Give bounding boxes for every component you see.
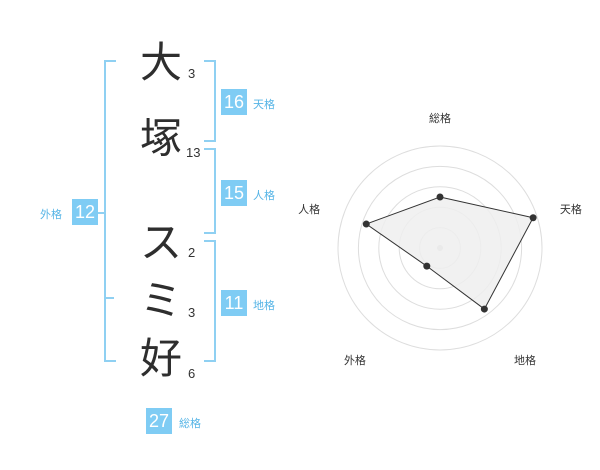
stroke-count-1: 3 [188,66,196,81]
radar-axis-label-5: 人格 [298,202,320,216]
jinkaku-badge: 15 [221,180,247,206]
chikaku-label: 地格 [253,299,275,312]
bracket-tenkaku [204,60,216,142]
radar-axis-label-2: 天格 [560,202,582,216]
stroke-count-2: 13 [186,145,201,160]
radar-point-1 [436,193,444,201]
name-char-3: ス [139,218,182,267]
bracket-jinkaku [204,148,216,234]
chikaku-badge: 11 [221,290,247,316]
name-char-4: ミ [139,276,182,325]
gaikaku-label: 外格 [40,208,62,221]
name-char-5: 好 [139,334,182,383]
soukaku-badge: 27 [146,408,172,434]
radar-ring [357,165,523,331]
stroke-count-3: 2 [188,245,196,260]
bracket-outer [104,60,116,362]
radar-point-4 [423,262,431,270]
radar-series-polygon [365,196,534,310]
bracket-chikaku [204,240,216,362]
stroke-count-4: 3 [188,305,196,320]
name-char-1: 大 [139,38,182,87]
bracket-gaikaku-line [98,212,104,214]
tenkaku-label: 天格 [253,98,275,111]
soukaku-label: 総格 [179,417,201,430]
radar-point-5 [362,220,370,228]
radar-axis-label-1: 総格 [429,111,451,125]
radar-point-2 [529,214,537,222]
radar-axis-label-3: 地格 [514,353,536,367]
bracket-outer-tick [104,297,114,299]
tenkaku-badge: 16 [221,89,247,115]
jinkaku-label: 人格 [253,189,275,202]
stroke-count-5: 6 [188,366,196,381]
radar-ring [337,145,543,351]
name-char-2: 塚 [139,114,182,163]
gaikaku-badge: 12 [72,199,98,225]
radar-point-3 [480,305,488,313]
radar-axis-label-4: 外格 [344,353,366,367]
